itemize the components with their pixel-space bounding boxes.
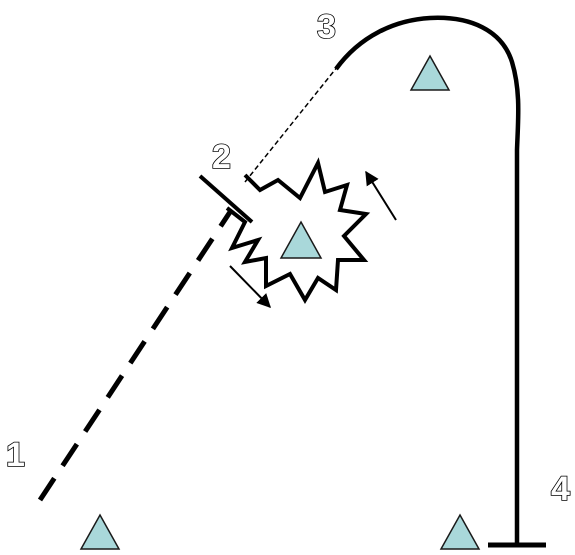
triangle-icon: [279, 220, 323, 259]
point-label-3: 3: [317, 8, 336, 46]
dashed-path-segment: [37, 210, 233, 502]
point-label-1: 1: [6, 436, 25, 474]
arrow-icon: [229, 265, 271, 309]
triangle-icon: [409, 54, 451, 91]
jagged-burst-shape: [225, 157, 371, 304]
arrow-icon: [365, 170, 397, 221]
point-label-4: 4: [551, 470, 570, 508]
solid-path-segment: [334, 15, 521, 545]
point-label-2: 2: [212, 138, 231, 176]
dotted-path-segment: [244, 65, 339, 183]
triangle-icon: [439, 513, 481, 550]
triangle-icon: [79, 513, 121, 550]
crossbar-marker: [198, 174, 254, 224]
